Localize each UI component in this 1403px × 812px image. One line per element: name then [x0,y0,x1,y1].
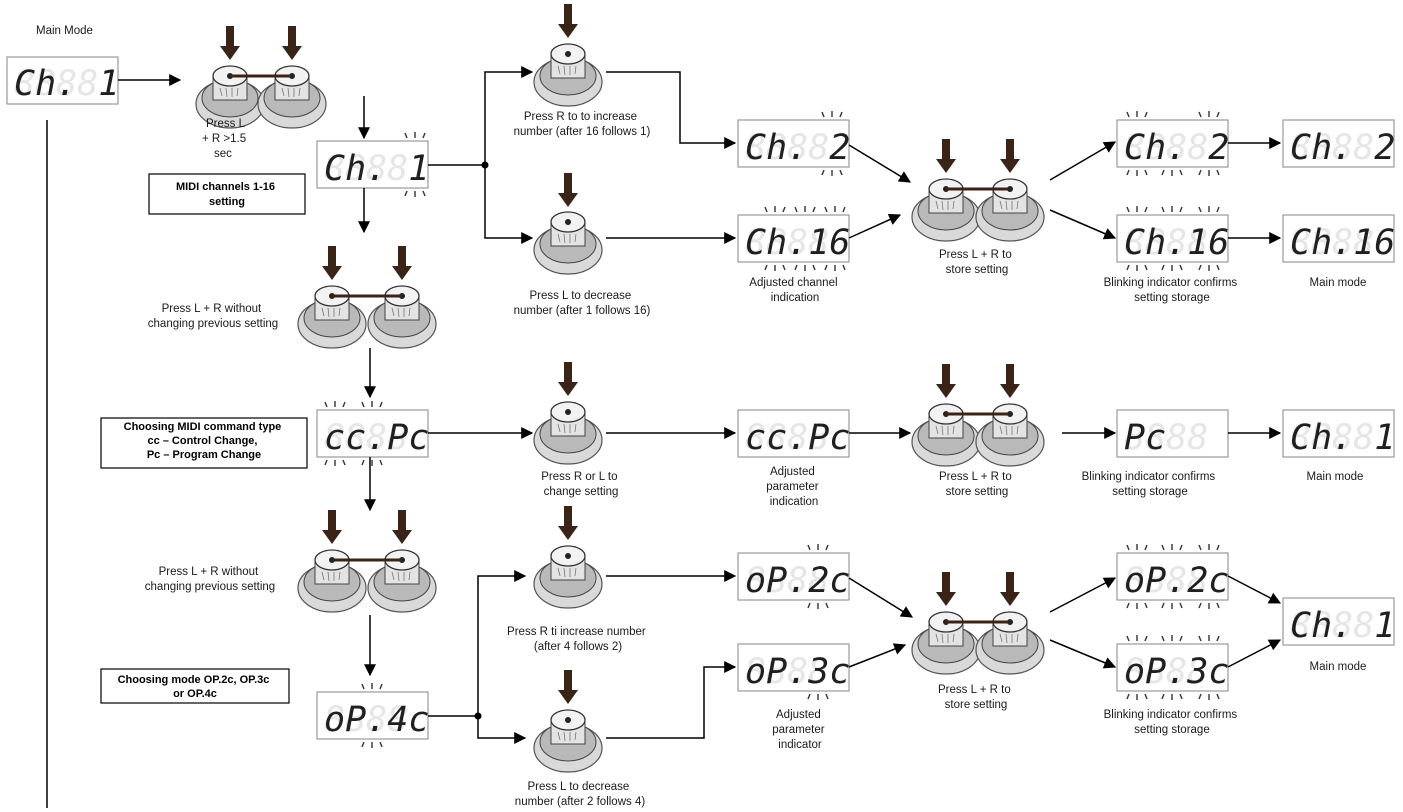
svg-text:oP.3c: oP.3c [1124,652,1229,692]
pedal-l-icon [533,173,603,275]
svg-text:Ch. 1: Ch. 1 [1290,606,1395,646]
pedal-r-or-l-icon [533,362,603,465]
caption-press-r-or-l: Press R or L to change setting [541,471,620,498]
svg-text:8888: 8888 [745,223,829,263]
svg-text:8888: 8888 [324,149,408,189]
caption-press-l-decrease: Press L to decrease number (after 1 foll… [514,290,651,317]
svg-text:8888: 8888 [1124,418,1208,458]
svg-text:cc.Pc: cc.Pc [324,418,429,458]
pedal-r-row3-icon [533,506,603,609]
caption-adjusted-param-2: Adjusted parameter indicator [772,709,828,751]
svg-text:8888: 8888 [1124,561,1208,601]
display-main-ch16: 8888 Ch.16 [1282,214,1395,263]
svg-text:Pc: Pc [1124,418,1166,458]
svg-text:Ch. 1: Ch. 1 [324,149,429,189]
svg-text:8888: 8888 [1290,606,1374,646]
caption-press-r-ti: Press R ti increase number (after 4 foll… [507,626,649,653]
caption-adjusted-param: Adjusted parameter indication [766,466,822,508]
display-ch2: 8888 Ch. 2 [737,110,850,177]
svg-text:8888: 8888 [1290,418,1374,458]
pedal-r-icon [533,4,603,107]
svg-text:8888: 8888 [745,561,829,601]
svg-text:oP.4c: oP.4c [324,700,429,740]
display-op3c: 8888 oP.3c [737,643,850,701]
svg-text:oP.2c: oP.2c [745,561,850,601]
display-ch16: 8888 Ch.16 [737,205,850,272]
svg-text:8888: 8888 [1124,652,1208,692]
display-main-ch1-row3: 8888 Ch. 1 [1282,597,1395,646]
title: Main Mode [36,25,93,37]
svg-text:8888: 8888 [1124,223,1208,263]
pedal-pair-nochange2-icon [297,510,437,613]
caption-blink-2: Blinking indicator confirms setting stor… [1082,471,1219,498]
caption-main-1: Main mode [1310,277,1367,289]
midi-channels-label: MIDI channels 1-16 setting [176,181,278,208]
svg-text:Ch. 2: Ch. 2 [1290,128,1395,168]
display-main-ch2: 8888 Ch. 2 [1282,119,1395,168]
svg-text:Ch.16: Ch.16 [1290,223,1395,263]
display-pc-blink: 8888 Pc [1116,409,1229,458]
display-ch16-blink: 8888 Ch.16 [1116,205,1229,272]
display-ccpc-adjusted: 8888 cc.Pc [737,409,850,458]
caption-adjusted-channel: Adjusted channel indication [749,277,840,304]
pedal-pair-store2-icon [911,364,1045,467]
midi-channels-box [148,173,306,215]
svg-text:Ch. 2: Ch. 2 [745,128,850,168]
svg-text:8888: 8888 [1290,128,1374,168]
caption-press-l-decrease-2: Press L to decrease number (after 2 foll… [515,781,646,808]
svg-text:8888: 8888 [1124,128,1208,168]
pedal-pair-nochange-icon [297,246,437,349]
svg-text:8888: 8888 [745,128,829,168]
display-ch1: 8888 Ch. 1 [316,131,429,198]
svg-text:8888: 8888 [14,64,98,104]
svg-text:8888: 8888 [745,652,829,692]
display-main-ch1-row2: 8888 Ch. 1 [1282,409,1395,458]
caption-blink-3: Blinking indicator confirms setting stor… [1104,709,1241,736]
svg-text:8888: 8888 [324,700,408,740]
caption-blink-1: Blinking indicator confirms setting stor… [1104,277,1241,304]
pedal-pair-store3-icon [911,572,1045,675]
mode-box [100,668,290,704]
caption-press-lr-nochange-1: Press L + R without changing previous se… [148,303,278,330]
display-ch2-blink: 8888 Ch. 2 [1116,110,1229,177]
display-main: 8888 Ch. 1 [6,56,119,105]
svg-text:Ch.16: Ch.16 [745,223,850,263]
caption-press-lr-nochange-2: Press L + R without changing previous se… [145,566,275,593]
caption-store-2: Press L + R to store setting [939,471,1015,498]
caption-store-1: Press L + R to store setting [939,249,1015,276]
display-ccpc: 8888 cc.Pc [316,400,429,467]
command-type-box [100,417,308,469]
svg-text:Ch.16: Ch.16 [1124,223,1229,263]
display-op2c: 8888 oP.2c [737,543,850,610]
svg-text:Ch. 1: Ch. 1 [1290,418,1395,458]
display-op3c-blink: 8888 oP.3c [1116,634,1229,701]
display-op2c-blink: 8888 oP.2c [1116,543,1229,610]
mode-label: Choosing mode OP.2c, OP.3c or OP.4c [118,674,273,700]
caption-main-3: Main mode [1310,661,1367,673]
svg-text:cc.Pc: cc.Pc [745,418,850,458]
svg-text:8888: 8888 [745,418,829,458]
caption-main-2: Main mode [1307,471,1364,483]
svg-text:8888: 8888 [1290,223,1374,263]
svg-text:oP.3c: oP.3c [745,652,850,692]
pedal-pair-icon [195,26,327,129]
pedal-l-row3-icon [533,670,603,773]
svg-text:Ch. 1: Ch. 1 [14,64,119,104]
svg-text:Ch. 2: Ch. 2 [1124,128,1229,168]
display-op4c: 8888 oP.4c [316,682,429,749]
svg-text:8888: 8888 [324,418,408,458]
caption-store-3: Press L + R to store setting [938,684,1014,711]
svg-text:oP.2c: oP.2c [1124,561,1229,601]
caption-press-r-increase: Press R to to increase number (after 16 … [514,111,651,138]
caption-press-lr-hold: Press L + R >1.5 sec [202,118,249,160]
pedal-pair-store-icon [911,139,1045,242]
command-type-label: Choosing MIDI command type cc – Control … [124,421,285,461]
